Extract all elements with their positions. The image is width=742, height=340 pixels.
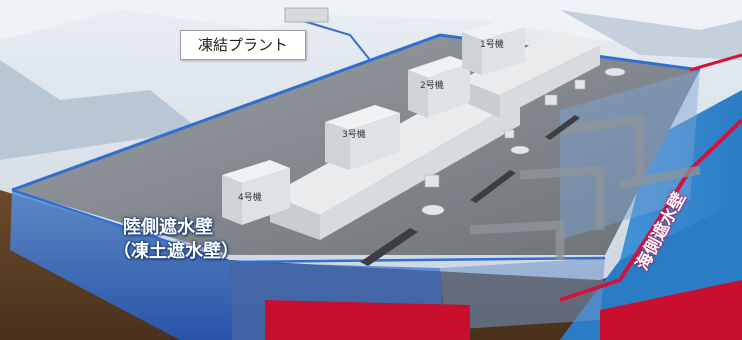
land-side-wall-top: [11, 33, 701, 192]
land-side-wall-label-line1: 陸側遮水壁: [123, 217, 213, 238]
land-side-wall-back: [560, 70, 700, 240]
small-structures: [421, 67, 626, 216]
unit-label-1: 1号機: [480, 38, 504, 50]
freezing-plant-building: [284, 7, 329, 23]
reactor-building-2: [408, 56, 470, 118]
trench-pipes: [469, 114, 701, 260]
terrain-highlight: [0, 0, 742, 60]
freezing-plant-callout: 凍結プラント: [180, 30, 306, 60]
reactor-building-4: [222, 160, 290, 225]
land-side-wall-label: 陸側遮水壁 （凍土遮水壁）: [113, 216, 243, 264]
land-side-wall-label-line2: （凍土遮水壁）: [113, 241, 239, 262]
reactor-building-1: [462, 20, 525, 75]
reactor-building-3: [325, 105, 400, 170]
turbine-hall-2-top: [460, 30, 600, 95]
unit-label-2: 2号機: [420, 79, 444, 91]
terrain-hill-left: [0, 60, 200, 160]
land-side-wall-front: [10, 190, 232, 340]
unit-label-4: 4号機: [238, 191, 262, 203]
unit-label-3: 3号機: [342, 128, 366, 140]
sea-side-wall-line: [559, 118, 742, 302]
freezing-plant-label: 凍結プラント: [197, 36, 288, 54]
intake-trenches: [360, 115, 580, 266]
sea-side-wall-front: [265, 300, 470, 340]
